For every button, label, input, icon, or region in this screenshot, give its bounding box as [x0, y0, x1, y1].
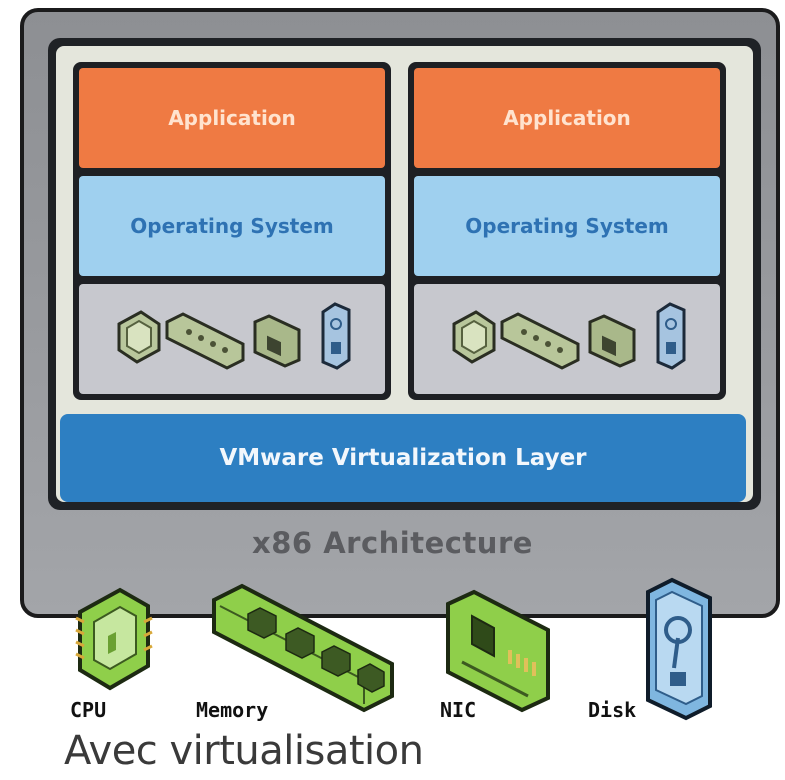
virtualization-layer: VMware Virtualization Layer	[60, 414, 746, 502]
virtual-cpu-icon	[117, 310, 161, 364]
virtual-disk-icon	[321, 302, 351, 370]
virtual-hardware-layer	[414, 284, 720, 394]
caption: Avec virtualisation	[64, 728, 424, 774]
memory-module-icon	[212, 583, 394, 713]
cpu-label: CPU	[70, 698, 107, 722]
virtual-machine-2: Application Operating System	[408, 62, 726, 400]
operating-system-layer: Operating System	[414, 176, 720, 276]
virtual-memory-icon	[165, 312, 245, 370]
network-card-icon	[446, 589, 550, 713]
architecture-label: x86 Architecture	[252, 526, 533, 560]
disk-label: Disk	[588, 698, 637, 722]
cpu-chip-icon	[75, 587, 153, 691]
application-label: Application	[168, 106, 296, 130]
operating-system-layer: Operating System	[79, 176, 385, 276]
operating-system-label: Operating System	[465, 214, 669, 238]
application-layer: Application	[79, 68, 385, 168]
virtual-disk-icon	[656, 302, 686, 370]
virtual-machine-1: Application Operating System	[73, 62, 391, 400]
virtualization-layer-label: VMware Virtualization Layer	[219, 445, 587, 471]
disk-drive-icon	[646, 577, 712, 721]
virtual-cpu-icon	[452, 310, 496, 364]
memory-label: Memory	[196, 698, 269, 722]
virtual-memory-icon	[500, 312, 580, 370]
virtual-hardware-icons	[117, 302, 351, 370]
virtual-nic-icon	[588, 314, 636, 368]
operating-system-label: Operating System	[130, 214, 334, 238]
virtual-hardware-icons	[452, 302, 686, 370]
application-label: Application	[503, 106, 631, 130]
nic-label: NIC	[440, 698, 477, 722]
virtual-hardware-layer	[79, 284, 385, 394]
virtual-nic-icon	[253, 314, 301, 368]
application-layer: Application	[414, 68, 720, 168]
